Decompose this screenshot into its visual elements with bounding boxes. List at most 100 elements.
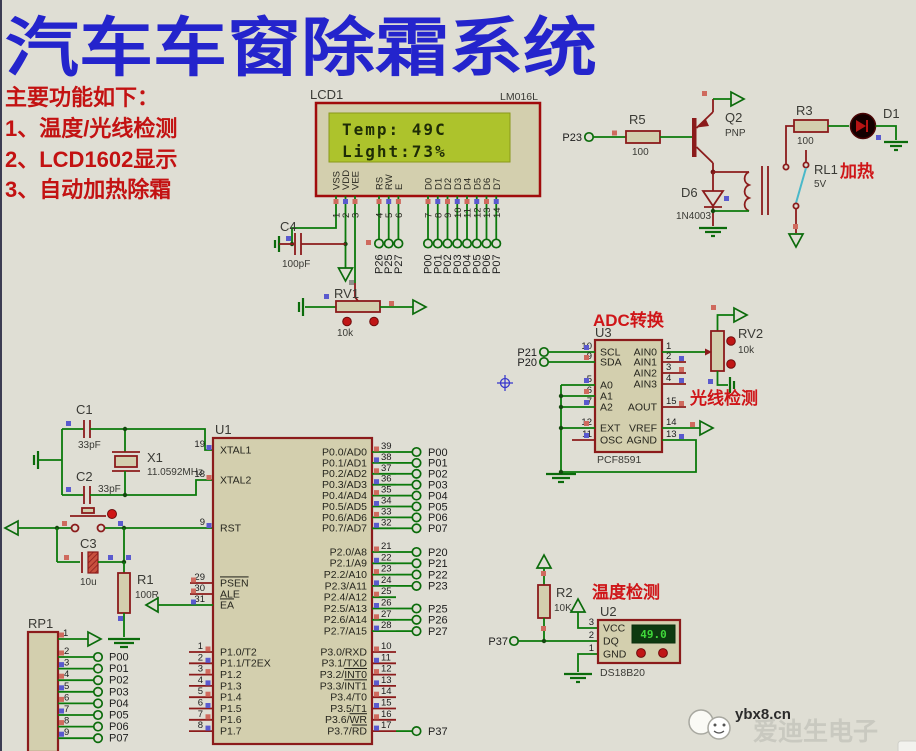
- feature-line-2: 2、LCD1602显示: [5, 147, 177, 172]
- capacitor-c4: C4 100pF: [273, 219, 371, 285]
- u1-pin-number: 27: [381, 609, 392, 620]
- u1-pin-name: P3.5/T1: [330, 703, 367, 715]
- u2-pin-number: 1: [589, 643, 594, 654]
- u1-pin-name: P2.1/A9: [330, 558, 368, 570]
- u1-pin-name: P2.4/A12: [324, 592, 367, 604]
- u1-pin-number: 3: [198, 664, 203, 675]
- u2-temp-down-button[interactable]: [636, 648, 646, 658]
- c3-plus-plate: [87, 551, 99, 574]
- terminal-label: P26: [374, 254, 386, 274]
- u1-pin: 7 P1.6: [189, 709, 242, 726]
- x1-ref: X1: [147, 450, 163, 465]
- terminal-label: P02: [428, 469, 448, 481]
- power-arrow: [412, 298, 428, 316]
- lcd-pin: E 6 P27: [393, 184, 405, 274]
- u1-pin-name: P3.3/INT1: [320, 680, 367, 692]
- u1-pin: 26 P2.5/A13 P25: [324, 598, 448, 616]
- terminal-label: P27: [428, 626, 448, 638]
- terminal-label: P07: [491, 254, 503, 274]
- u1-pin-number: 39: [381, 441, 392, 452]
- rp1-pin: 3 P01: [58, 658, 129, 675]
- u1-pin: 28 P2.7/A15 P27: [324, 620, 448, 638]
- u1-pin: 37 P0.2/AD2 P02: [322, 463, 448, 481]
- u1-pin-name: P2.2/A10: [324, 569, 367, 581]
- terminal: [411, 546, 422, 558]
- terminal-label: P04: [462, 254, 474, 274]
- lcd-pin-number: 7: [424, 213, 435, 218]
- rp1-pin-number: 5: [64, 681, 69, 692]
- rp1-pin-number: 4: [64, 669, 69, 680]
- u1-pin-number: 24: [381, 575, 392, 586]
- watermark-brand: 爱迪生电子: [753, 718, 878, 746]
- r3-body: [793, 119, 829, 133]
- lcd-pin-number: 4: [375, 213, 386, 218]
- u1-pin-number: 36: [381, 474, 392, 485]
- u1-pin-name: XTAL2: [220, 474, 251, 486]
- u1-pin-name: RST: [220, 522, 242, 534]
- terminal-label: P01: [432, 254, 444, 274]
- u1-pin: 24 P2.3/A11 P23: [325, 575, 448, 593]
- rv2-knob-down[interactable]: [726, 359, 736, 369]
- terminal-label: P25: [383, 254, 395, 274]
- u1-pin: 39 P0.0/AD0 P00: [322, 441, 448, 459]
- rv2-knob-up[interactable]: [726, 336, 736, 346]
- u1-pin-name: P1.2: [220, 669, 242, 681]
- u3-pin-number: 14: [666, 417, 677, 428]
- terminal-label: P25: [428, 603, 448, 615]
- u1-pin-number: 4: [198, 675, 203, 686]
- terminal: [508, 635, 520, 647]
- lcd-pin: D5 12 P05: [471, 178, 483, 274]
- u3-pin-number: 7: [587, 396, 592, 407]
- terminal: [92, 663, 104, 674]
- rv1-knob-down[interactable]: [342, 316, 352, 327]
- u1-pin: 16 P3.6/WR: [325, 709, 396, 726]
- terminal-label: P06: [481, 254, 493, 274]
- lcd-pin-number: 10: [453, 207, 464, 218]
- u1-pin-name: P0.4/AD4: [322, 490, 367, 502]
- c4-value: 100pF: [282, 259, 310, 270]
- lcd-pin-number: 2: [341, 213, 352, 218]
- rl1-value: 5V: [814, 179, 827, 190]
- watermark-face-icon: [707, 716, 731, 740]
- feature-heading: 主要功能如下：: [5, 85, 159, 110]
- terminal: [92, 675, 104, 686]
- u1-pin-name: EA: [220, 599, 234, 611]
- terminal-label: P05: [428, 501, 448, 513]
- u1-pin: 32 P0.7/AD7 P07: [322, 517, 448, 535]
- rv1-knob-up[interactable]: [369, 316, 379, 327]
- lcd-pin-name: RW: [384, 174, 395, 190]
- rp1-pin-number: 8: [64, 716, 69, 727]
- u1-pin: 27 P2.6/A14 P26: [324, 609, 448, 627]
- reset-button[interactable]: [70, 507, 117, 533]
- terminal: [411, 479, 422, 490]
- terminal: [411, 523, 422, 534]
- u2-temp-up-button[interactable]: [658, 648, 668, 658]
- u1-pin-number: 37: [381, 463, 392, 474]
- reset-button-marker[interactable]: [107, 509, 117, 519]
- u3-pin-name: A0: [600, 379, 613, 391]
- rp1-pin1-number: 1: [63, 628, 68, 639]
- terminal-label: P03: [428, 480, 448, 492]
- r1-value: 100R: [135, 590, 159, 601]
- u1-body: [211, 436, 374, 746]
- u1-pin-number: 11: [381, 652, 391, 663]
- heater-circuit: P23 R5 100 Q2 PNP D6 1N4003: [562, 90, 908, 249]
- u3-pin-number: 3: [666, 362, 671, 373]
- lcd-display-line1: Temp: 49C: [342, 120, 447, 139]
- q2-type: PNP: [725, 128, 746, 139]
- u1-pin-number: 16: [381, 709, 392, 720]
- u1-pin-number: 7: [198, 709, 203, 720]
- terminal: [411, 457, 422, 468]
- terminal-label: P04: [428, 490, 448, 502]
- adc-title: ADC转换: [593, 310, 665, 330]
- u1-pin-number: 6: [198, 698, 203, 709]
- watermark: ybx8.cn 爱迪生电子: [688, 706, 916, 751]
- terminal: [491, 238, 502, 249]
- u2-part: DS18B20: [600, 667, 645, 679]
- u1-pin-name: P2.0/A8: [330, 546, 368, 558]
- terminal: [92, 733, 104, 744]
- rp1-pin-number: 6: [64, 692, 69, 703]
- r5-ref: R5: [629, 112, 646, 127]
- terminal: [92, 686, 104, 697]
- u1-pin: 33 P0.6/AD6 P06: [322, 506, 448, 524]
